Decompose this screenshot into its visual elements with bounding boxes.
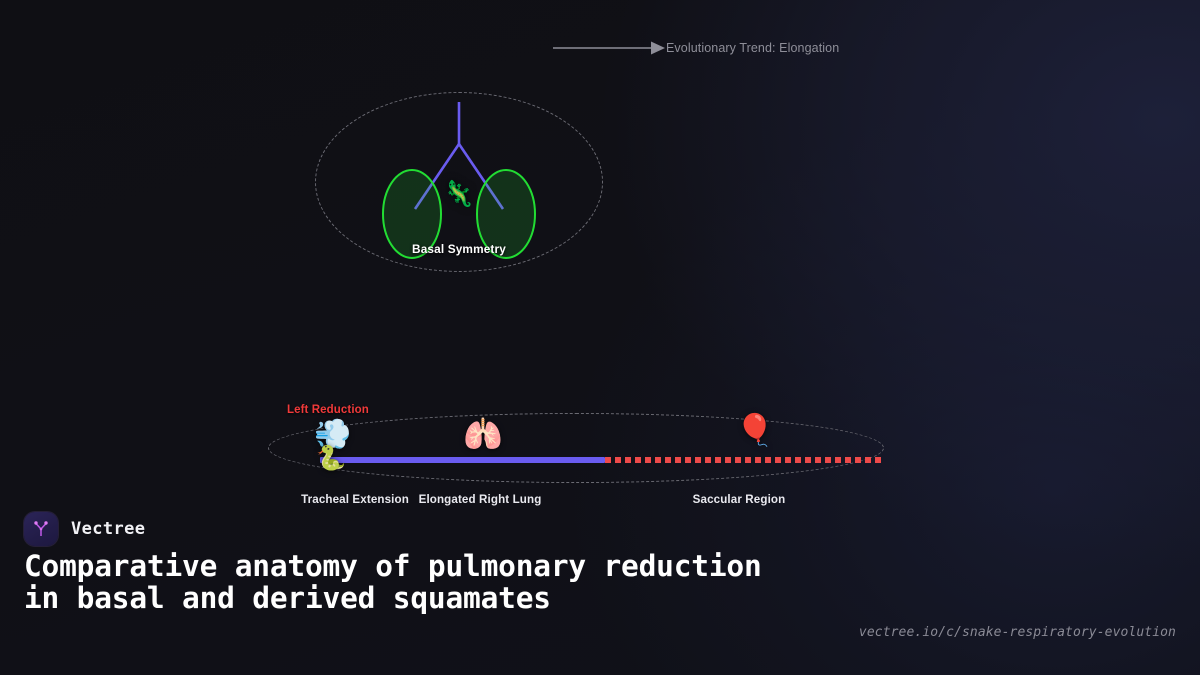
track-dotted-segment [605, 457, 885, 463]
panel-derived-outline [268, 413, 884, 483]
page-url: vectree.io/c/snake-respiratory-evolution [858, 625, 1176, 640]
track-solid-segment [320, 457, 605, 463]
snake-icon: 🐍 [316, 445, 346, 472]
panel-derived-asymmetry [268, 413, 885, 483]
left-bronchus-line [413, 143, 461, 210]
right-bronchus-line [457, 143, 505, 210]
brand-name: Vectree [71, 519, 146, 539]
lungs-icon: 🫁 [463, 416, 503, 452]
right-lung-shape [476, 169, 536, 259]
basal-lung-diagram [315, 92, 603, 272]
brand-lockup: Vectree [24, 512, 145, 546]
evolutionary-trend-annotation: Evolutionary Trend: Elongation [553, 38, 839, 58]
balloon-icon: 🎈 [735, 412, 775, 448]
feature-label-elongated-right-lung: Elongated Right Lung [418, 493, 542, 506]
left-lung-shape [382, 169, 442, 259]
wind-icon: 💨 [314, 418, 352, 451]
right-arrow-icon [553, 41, 665, 55]
evolutionary-trend-label: Evolutionary Trend: Elongation [666, 40, 840, 55]
panel-basal-symmetry: 🦎 Basal Symmetry [315, 92, 603, 272]
feature-label-tracheal-extension: Tracheal Extension [301, 493, 409, 506]
panel-basal-outline [315, 92, 603, 272]
page-title: Comparative anatomy of pulmonary reducti… [24, 549, 762, 615]
vectree-tree-logo-icon [24, 512, 58, 546]
feature-label-saccular-region: Saccular Region [692, 493, 786, 506]
basal-panel-caption: Basal Symmetry [412, 242, 506, 256]
left-reduction-label: Left Reduction [287, 404, 369, 416]
derived-respiratory-track [320, 457, 885, 463]
lizard-icon: 🦎 [443, 180, 475, 208]
